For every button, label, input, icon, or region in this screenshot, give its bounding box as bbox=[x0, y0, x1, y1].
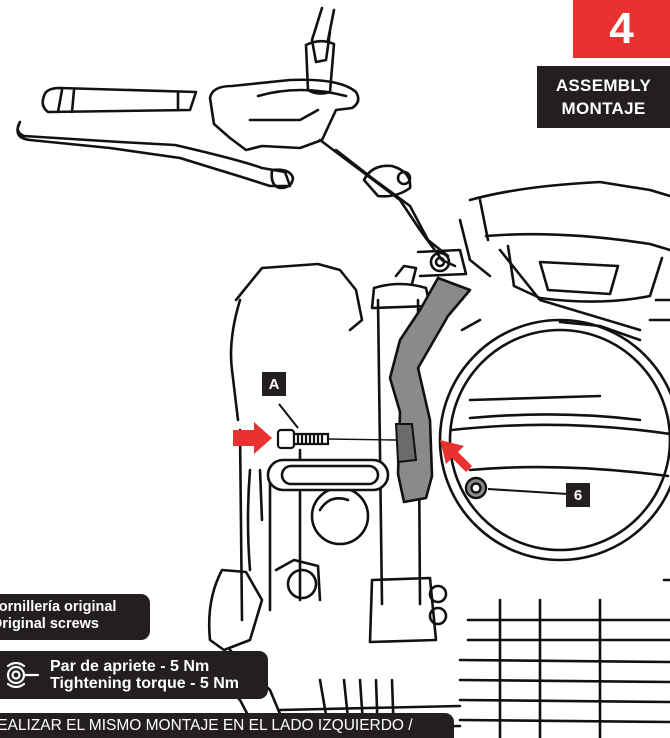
instrument-display bbox=[506, 244, 664, 303]
arrow-right-icon bbox=[233, 422, 272, 454]
assembly-title: ASSEMBLY MONTAJE bbox=[537, 66, 670, 128]
footer-text: REALIZAR EL MISMO MONTAJE EN EL LADO IZQ… bbox=[0, 717, 413, 734]
mount-bracket bbox=[388, 276, 472, 504]
original-screws-label: Tornillería original Original screws bbox=[0, 594, 150, 640]
screws-en: Original screws bbox=[0, 616, 99, 632]
clutch-lever bbox=[16, 120, 292, 188]
torque-es: Par de apriete - 5 Nm bbox=[50, 658, 210, 675]
assembly-title-es: MONTAJE bbox=[561, 99, 646, 118]
master-cylinder bbox=[208, 78, 360, 152]
assembly-title-en: ASSEMBLY bbox=[555, 76, 652, 95]
footer-instruction: REALIZAR EL MISMO MONTAJE EN EL LADO IZQ… bbox=[0, 713, 454, 738]
callout-6: 6 bbox=[566, 483, 590, 507]
screws-es: Tornillería original bbox=[0, 599, 117, 615]
handlebar bbox=[318, 138, 457, 268]
headlight bbox=[438, 318, 670, 562]
step-number-text: 4 bbox=[609, 4, 634, 53]
torque-en: Tightening torque - 5 Nm bbox=[50, 675, 240, 692]
callout-a: A bbox=[262, 372, 286, 396]
headlight-cowl bbox=[229, 262, 364, 422]
step-number: 4 bbox=[573, 0, 670, 58]
turn-signal bbox=[266, 458, 390, 492]
handle-grip bbox=[41, 86, 198, 114]
arrow-right-icon bbox=[440, 440, 472, 472]
screw-a bbox=[276, 428, 397, 450]
washer-6 bbox=[464, 476, 488, 500]
torque-wrench-icon bbox=[6, 661, 40, 689]
callout-6-label: 6 bbox=[573, 486, 583, 504]
torque-label: Par de apriete - 5 Nm Tightening torque … bbox=[0, 651, 268, 699]
mirror-stem bbox=[310, 6, 336, 64]
callout-a-label: A bbox=[268, 375, 280, 393]
